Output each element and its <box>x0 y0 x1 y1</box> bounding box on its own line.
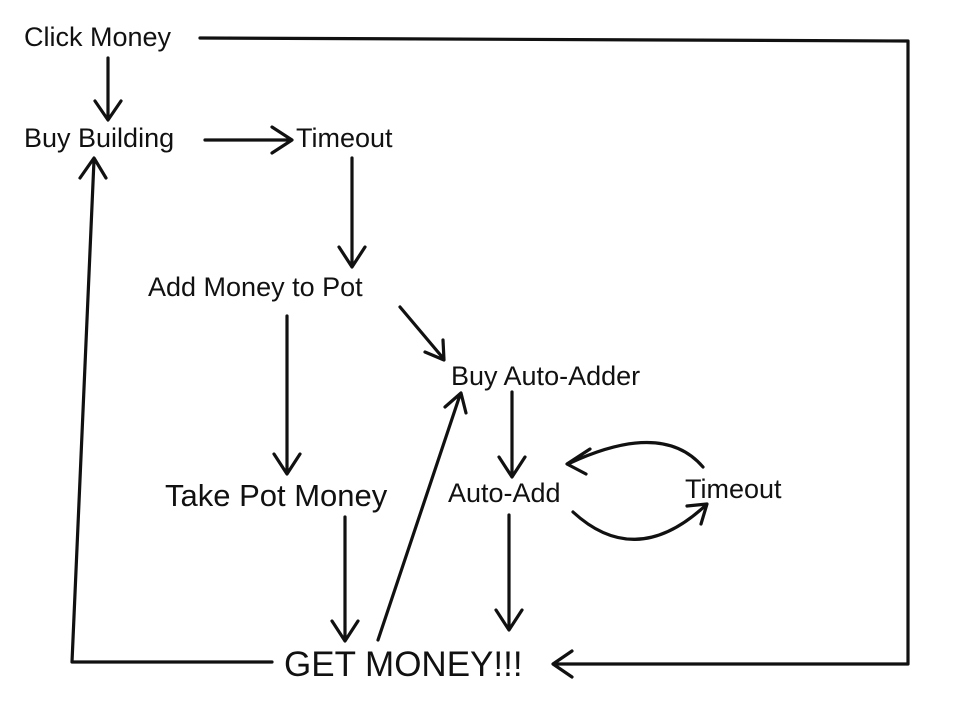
edge-add-money-to-buy-auto-adder <box>398 305 446 362</box>
node-click-money: Click Money <box>24 22 172 52</box>
node-buy-building: Buy Building <box>24 123 175 153</box>
edge-click-money-to-buy-building <box>93 56 123 122</box>
node-timeout-top: Timeout <box>296 123 393 153</box>
node-timeout-loop: Timeout <box>685 474 782 504</box>
edge-get-money-to-buy-auto-adder <box>376 391 468 642</box>
edge-add-money-to-take-pot-money <box>272 314 302 476</box>
node-auto-add: Auto-Add <box>448 478 561 508</box>
node-buy-auto-adder: Buy Auto-Adder <box>451 361 641 391</box>
edge-auto-add-to-timeout-loop <box>571 502 709 541</box>
node-get-money: GET MONEY!!! <box>284 645 523 684</box>
edge-buy-building-to-timeout <box>203 125 294 155</box>
edge-timeout-to-add-money <box>337 156 367 269</box>
edge-timeout-loop-to-auto-add <box>565 440 705 476</box>
edge-auto-add-to-get-money <box>494 513 524 632</box>
edge-buy-auto-adder-to-auto-add <box>497 390 527 479</box>
edge-take-pot-money-to-get-money <box>330 515 360 643</box>
node-take-pot-money: Take Pot Money <box>165 478 388 513</box>
edge-click-money-to-get-money <box>198 36 910 679</box>
edge-get-money-to-buy-building <box>70 156 274 664</box>
node-add-money-to-pot: Add Money to Pot <box>148 272 363 302</box>
